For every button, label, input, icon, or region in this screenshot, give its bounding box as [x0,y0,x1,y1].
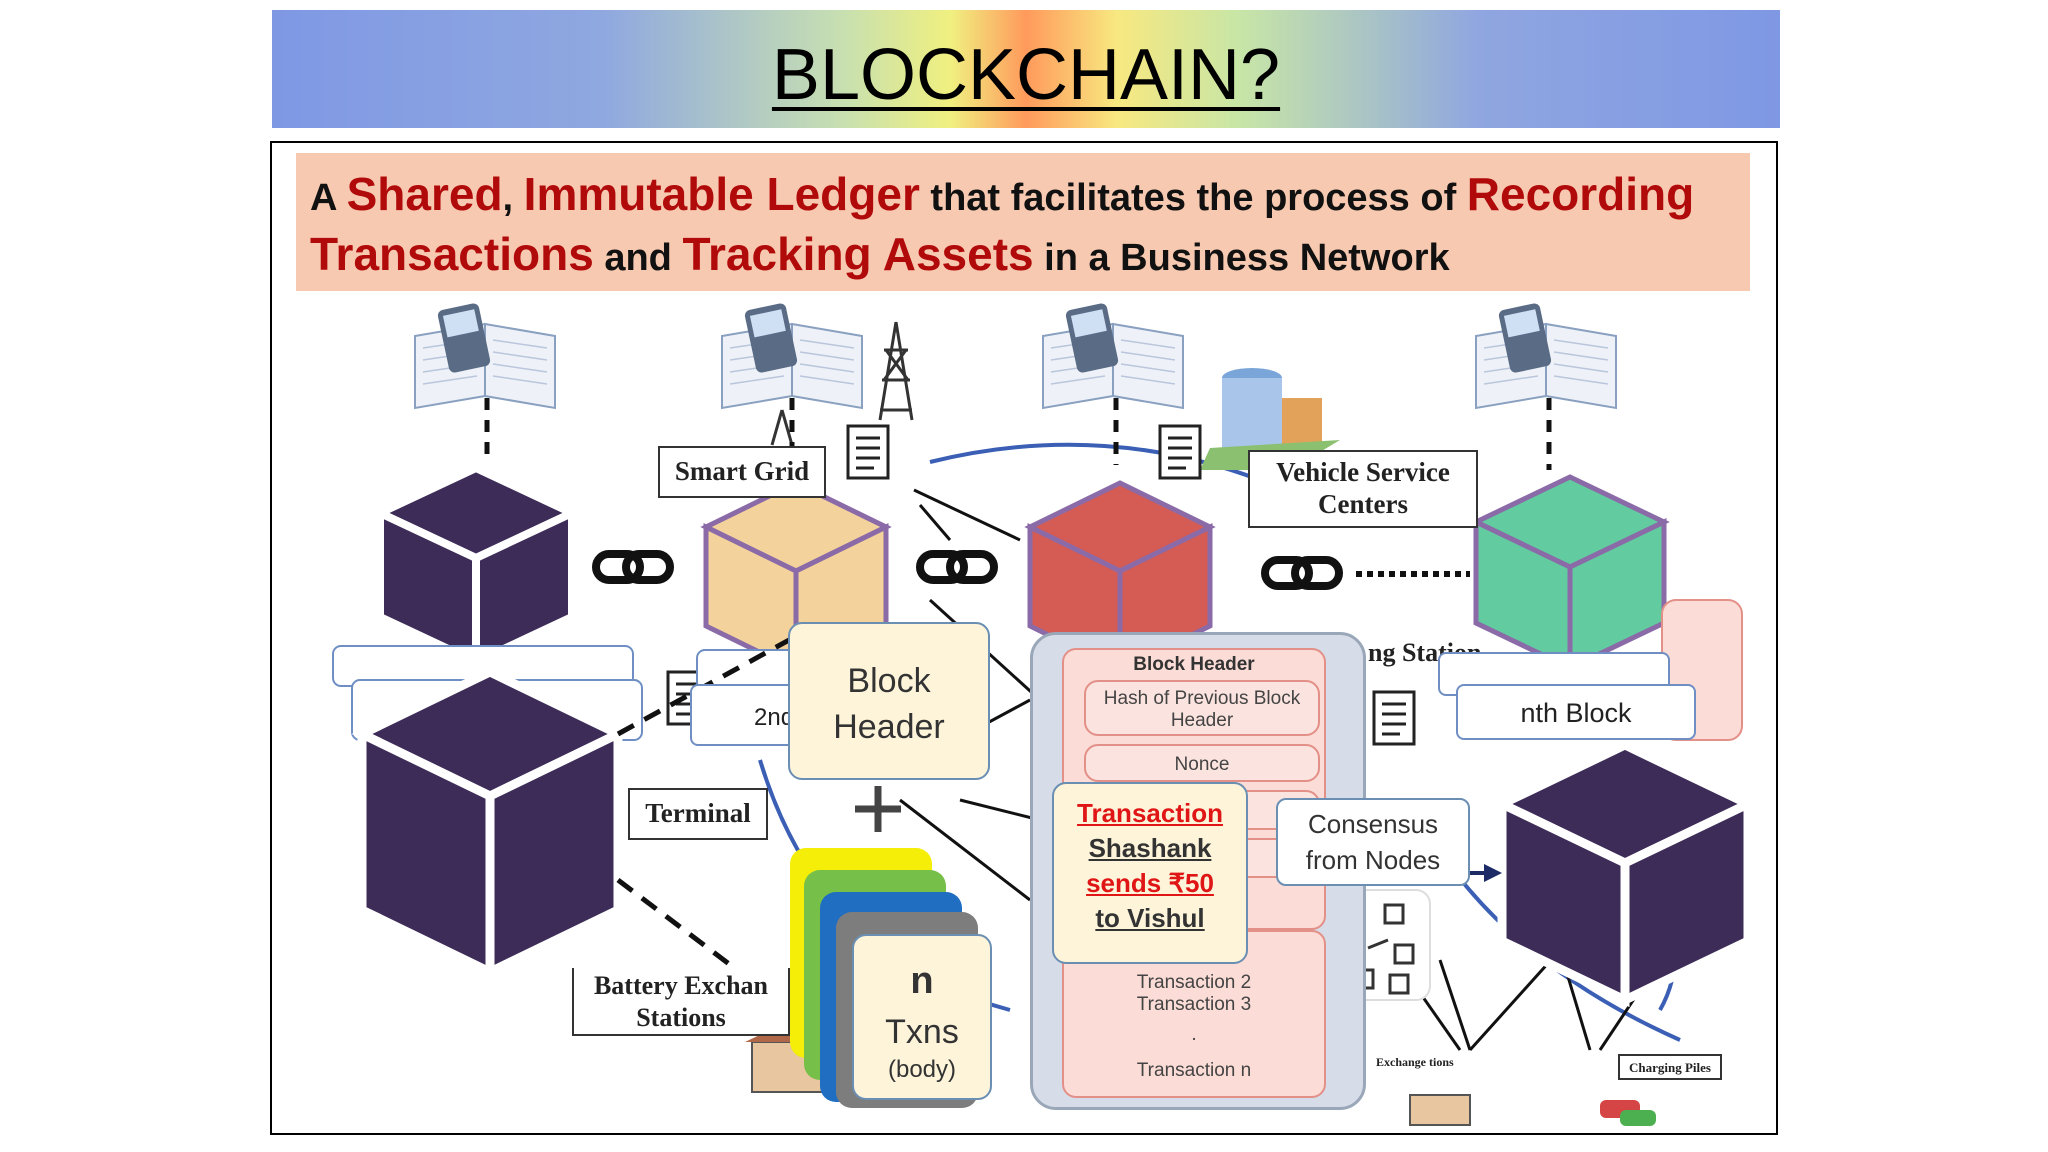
highlight-tracking-assets: Tracking Assets [682,228,1034,280]
transaction-sender: Shashank [1088,833,1212,863]
ledger-book-icon [1475,301,1617,409]
block-cube-green [1470,474,1670,672]
txns-label: Txns [885,1013,959,1051]
consensus-line-1: Consensus [1307,809,1439,839]
block-cube-large-dark-right [1491,740,1759,1008]
title-banner: BLOCKCHAIN? [272,10,1780,128]
label-charging-piles: Charging Piles [1618,1054,1722,1080]
block-cube-large-dark [351,666,629,980]
definition-text: A [310,177,347,219]
transaction-card: Transaction Shashank sends ₹50 to Vishul [1052,782,1248,964]
nonce-field: Nonce [1084,744,1320,782]
slide-title: BLOCKCHAIN? [771,35,1281,115]
txns-body-label: (body) [887,1056,957,1083]
tower-icon [770,409,794,446]
nth-block-label: nth Block [1456,684,1696,740]
chain-link-icon [920,554,994,580]
document-icon [1372,690,1416,746]
consensus-card: Consensus from Nodes [1276,798,1470,886]
document-icon [846,424,890,480]
chain-link-icon [596,554,670,580]
dashed-connectors [484,398,1552,520]
transaction-n-item: Transaction n [1136,1060,1252,1081]
label-terminal: Terminal [628,788,768,840]
definition-text: in a Business Network [1033,237,1450,279]
plus-icon [855,786,901,832]
tower-icon [878,321,914,421]
label-exchange-stations: Exchange tions [1376,1055,1454,1069]
document-icon [1158,424,1202,480]
txns-card: n Txns (body) [852,934,992,1100]
transaction-3-item: Transaction 3 [1136,994,1252,1015]
block-header-line-1: Block [847,662,931,700]
block-header-title: Block Header [1133,654,1255,675]
label-vehicle-service-centers: Vehicle Service Centers [1248,450,1478,528]
label-battery-exchange: Battery Exchan Stations [572,968,790,1036]
genesis-block-cube [370,463,582,669]
definition-text: and [593,237,683,279]
content-frame [270,141,1778,1135]
definition-line-1: A Shared, Immutable Ledger that facilita… [310,167,1694,221]
car-icon [1600,1100,1656,1126]
block-header-card: Block Header [788,622,990,780]
txns-count: n [910,960,934,1002]
house-icon [1409,1094,1471,1126]
consensus-line-2: from Nodes [1305,845,1441,875]
definition-text: that facilitates the process of [919,177,1467,219]
transaction-amount: sends ₹50 [1086,868,1214,898]
label-smart-grid: Smart Grid [658,446,826,498]
ledger-book-icon [414,301,556,409]
ledger-book-icon [1042,301,1184,409]
chain-link-icon [1265,560,1339,586]
nth-block-text: nth Block [1520,698,1632,728]
ledger-book-icon [721,301,863,409]
transaction-title: Transaction [1077,798,1223,828]
highlight-recording: Recording [1466,168,1695,220]
hash-previous-block-field: Hash of Previous Block Header [1084,680,1320,736]
definition-box: A Shared, Immutable Ledger that facilita… [296,153,1750,291]
transaction-2-item: Transaction 2 [1136,972,1252,993]
highlight-immutable-ledger: Immutable Ledger [523,168,920,220]
transaction-recipient: to Vishul [1095,903,1205,933]
arrow-lines [913,488,1021,542]
block-header-line-2: Header [833,708,945,746]
highlight-shared: Shared [346,168,503,220]
definition-text: , [502,177,524,219]
highlight-transactions: Transactions [310,228,594,280]
ellipsis-dot: . [1191,1024,1197,1045]
definition-line-2: Transactions and Tracking Assets in a Bu… [310,227,1450,281]
second-block-text: 2nd [754,704,795,731]
